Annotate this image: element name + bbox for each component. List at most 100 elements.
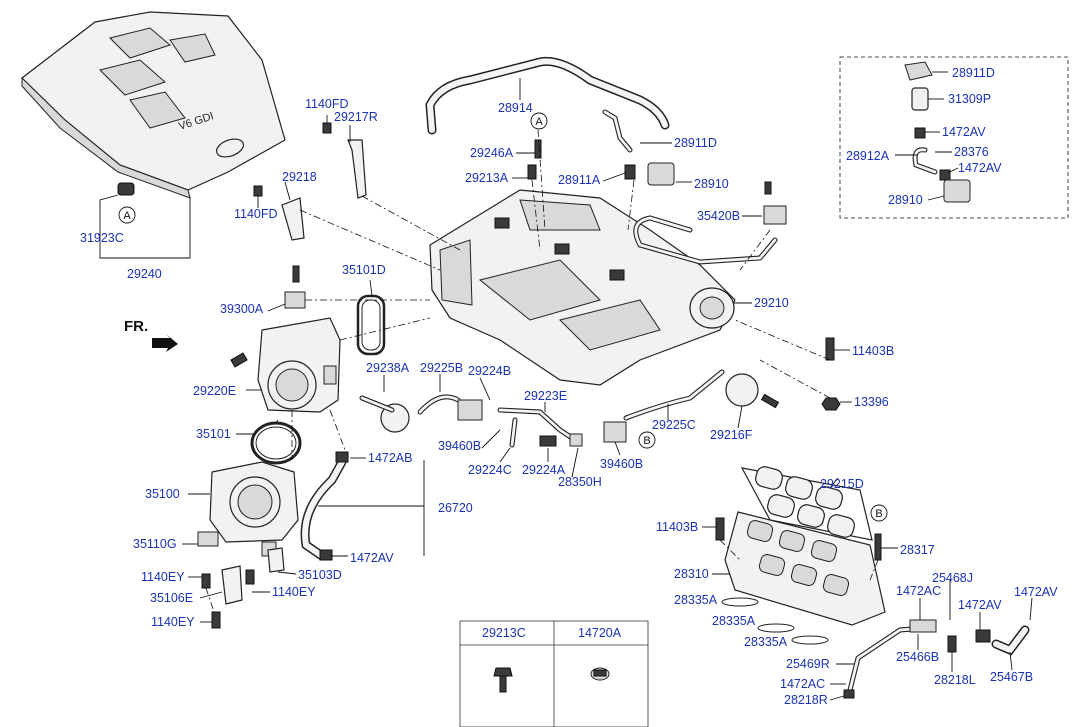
inset-label-28911D: 28911D xyxy=(952,66,995,80)
lower-manifold-28310 xyxy=(724,511,886,626)
label-28310: 28310 xyxy=(674,567,709,581)
intake-manifold xyxy=(429,189,736,386)
inset-box: 28911D 31309P 1472AV 28912A 28376 1472AV… xyxy=(839,56,1069,219)
marker-a1: A xyxy=(118,206,136,224)
svg-text:A: A xyxy=(535,116,543,128)
label-28911A: 28911A xyxy=(558,173,601,187)
label-29218: 29218 xyxy=(282,170,317,184)
label-29216F: 29216F xyxy=(710,428,753,442)
label-28914: 28914 xyxy=(498,101,533,115)
solenoid-39460B-b xyxy=(603,369,725,443)
sensor-39300A xyxy=(284,265,306,309)
label-1472AV-b: 1472AV xyxy=(958,598,1002,612)
label-25467B: 25467B xyxy=(990,670,1033,684)
nut-13396 xyxy=(821,397,841,411)
label-1140FD-a: 1140FD xyxy=(305,97,349,111)
parts-table: 29213C 14720A xyxy=(459,620,649,727)
label-11403B-b: 11403B xyxy=(656,520,698,534)
label-35100: 35100 xyxy=(145,487,180,501)
label-35420B: 35420B xyxy=(697,209,740,223)
purge-hoses xyxy=(843,619,1030,699)
front-arrow: FR. xyxy=(124,318,178,352)
label-29224C: 29224C xyxy=(468,463,512,477)
label-29224B: 29224B xyxy=(468,364,511,378)
label-28350H: 28350H xyxy=(558,475,602,489)
table-col-29213C: 29213C xyxy=(482,626,526,640)
label-31923C: 31923C xyxy=(80,231,124,245)
label-1472AB: 1472AB xyxy=(368,451,412,465)
svg-text:B: B xyxy=(875,508,882,520)
bracket-29217R xyxy=(322,122,367,199)
marker-b2: B xyxy=(870,504,888,522)
label-1140EY-c: 1140EY xyxy=(151,615,195,629)
label-28911D-a: 28911D xyxy=(674,136,717,150)
label-28910-a: 28910 xyxy=(694,177,729,191)
label-1140FD-b: 1140FD xyxy=(234,207,278,221)
label-1472AV-a: 1472AV xyxy=(350,551,394,565)
marker-a2: A xyxy=(530,112,548,130)
label-35106E: 35106E xyxy=(150,591,193,605)
coolant-hose-26720 xyxy=(300,451,349,561)
actuator-29216F xyxy=(725,373,780,409)
label-1140EY-a: 1140EY xyxy=(141,570,185,584)
label-29210: 29210 xyxy=(754,296,789,310)
label-39300A: 39300A xyxy=(220,302,264,316)
throttle-body-35100 xyxy=(197,461,299,557)
label-1472AV-c: 1472AV xyxy=(1014,585,1058,599)
actuator-29238A xyxy=(359,395,410,433)
alignment-lines xyxy=(205,129,879,613)
pcv-hose xyxy=(425,56,670,135)
inset-label-1472AV-a: 1472AV xyxy=(942,125,986,139)
label-28335A-a: 28335A xyxy=(674,593,718,607)
label-28218R: 28218R xyxy=(784,693,828,707)
label-1472AC-b: 1472AC xyxy=(780,677,825,691)
label-29225B: 29225B xyxy=(420,361,463,375)
vacuum-lines-center xyxy=(497,407,583,448)
label-1140EY-b: 1140EY xyxy=(272,585,316,599)
label-25468J: 25468J xyxy=(932,571,973,585)
svg-text:B: B xyxy=(643,435,650,447)
label-29223E: 29223E xyxy=(524,389,567,403)
gasket-35101D xyxy=(356,294,386,356)
stud-28317 xyxy=(874,533,882,561)
label-25466B: 25466B xyxy=(896,650,939,664)
svg-text:A: A xyxy=(123,210,131,222)
label-39460B-b: 39460B xyxy=(600,457,643,471)
solenoid-39460B-a xyxy=(417,394,483,421)
label-29213A: 29213A xyxy=(465,171,509,185)
throttle-adapter-29220E xyxy=(230,317,341,413)
engine-cover: V6 GDI xyxy=(21,11,286,199)
oil-cap xyxy=(117,182,135,196)
inset-label-31309P: 31309P xyxy=(948,92,991,106)
bolt-11403B-b xyxy=(715,517,725,541)
label-35103D: 35103D xyxy=(298,568,342,582)
label-35101: 35101 xyxy=(196,427,231,441)
label-29224A: 29224A xyxy=(522,463,566,477)
inset-label-28910: 28910 xyxy=(888,193,923,207)
oring-35101 xyxy=(250,421,302,465)
label-28218L: 28218L xyxy=(934,673,976,687)
bracket-29218 xyxy=(253,185,305,241)
label-35110G: 35110G xyxy=(133,537,177,551)
gasket-29215D xyxy=(740,466,873,541)
label-1472AC-a: 1472AC xyxy=(896,584,941,598)
clamp-14720A-illustration xyxy=(590,667,610,681)
label-29246A: 29246A xyxy=(470,146,514,160)
label-29240: 29240 xyxy=(127,267,162,281)
pcv-valve-small xyxy=(602,109,675,186)
label-28335A-b: 28335A xyxy=(712,614,756,628)
bolt-29213C-illustration xyxy=(493,667,513,693)
sensor-35420B xyxy=(633,181,787,265)
label-39460B-a: 39460B xyxy=(438,439,481,453)
label-25469R: 25469R xyxy=(786,657,830,671)
label-26720: 26720 xyxy=(438,501,473,515)
inset-label-28376: 28376 xyxy=(954,145,989,159)
label-35101D: 35101D xyxy=(342,263,386,277)
label-29220E: 29220E xyxy=(193,384,236,398)
label-28335A-c: 28335A xyxy=(744,635,788,649)
bolt-11403B-a xyxy=(825,337,835,361)
front-label: FR. xyxy=(124,318,148,335)
label-29217R: 29217R xyxy=(334,110,378,124)
